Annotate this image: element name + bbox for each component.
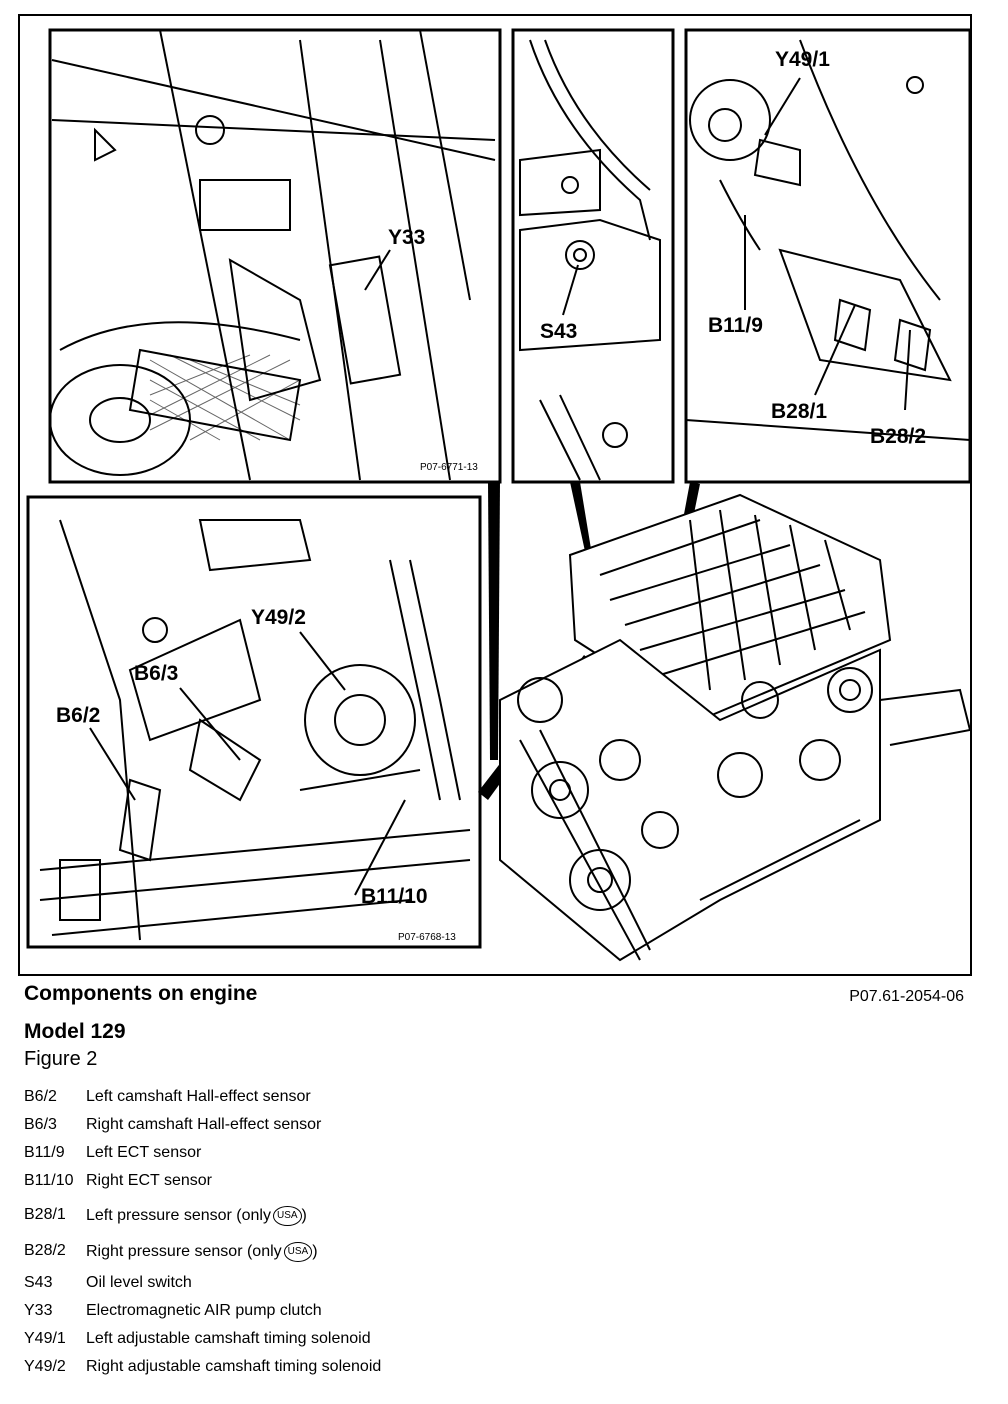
callout-y33: Y33 <box>388 226 425 249</box>
legend-code: S43 <box>24 1274 53 1291</box>
legend-description-suffix: ) <box>301 1207 307 1225</box>
legend-description-suffix: ) <box>312 1243 318 1261</box>
legend-description-text: Right pressure sensor (only <box>86 1243 282 1261</box>
callout-b11-10: B11/10 <box>361 885 428 908</box>
legend-description: Electromagnetic AIR pump clutch <box>86 1302 322 1319</box>
legend-code: Y49/2 <box>24 1358 66 1375</box>
panel-ref-top-left: P07-6771-13 <box>420 462 478 473</box>
usa-badge-icon: USA <box>283 1242 313 1262</box>
legend-code: B11/10 <box>24 1172 74 1189</box>
legend-description: Oil level switch <box>86 1274 192 1291</box>
callout-b11-9: B11/9 <box>708 314 763 337</box>
panel-right-solenoid-sensors: Y49/2 B6/3 B6/2 B11/10 P07-6768-13 <box>26 495 482 949</box>
legend-code: B28/1 <box>24 1206 66 1223</box>
caption-title: Components on engine <box>24 982 258 1005</box>
panel-air-pump-clutch: Y33 P07-6771-13 <box>48 28 502 484</box>
diagram-frame <box>18 14 972 976</box>
callout-y49-1: Y49/1 <box>775 48 830 71</box>
engine-illustration <box>499 493 972 962</box>
legend-code: B6/3 <box>24 1116 57 1133</box>
callout-b6-2: B6/2 <box>56 704 100 727</box>
callout-b28-2: B28/2 <box>870 425 926 448</box>
callout-b28-1: B28/1 <box>771 400 827 423</box>
panel-left-solenoid-sensors: Y49/1 B11/9 B28/1 B28/2 <box>684 28 972 484</box>
legend-code: B11/9 <box>24 1144 65 1161</box>
caption-reference: P07.61-2054-06 <box>849 988 964 1005</box>
legend-description-text: Left pressure sensor (only <box>86 1207 271 1225</box>
legend-code: Y49/1 <box>24 1330 66 1347</box>
legend-description: Right adjustable camshaft timing solenoi… <box>86 1358 382 1375</box>
legend-code: B6/2 <box>24 1088 57 1105</box>
legend-code: B28/2 <box>24 1242 66 1259</box>
legend-description: Left adjustable camshaft timing solenoid <box>86 1330 371 1347</box>
legend-description: Left ECT sensor <box>86 1144 202 1161</box>
callout-b6-3: B6/3 <box>134 662 178 685</box>
panel-ref-bottom-left: P07-6768-13 <box>398 932 456 943</box>
legend-description: Right camshaft Hall-effect sensor <box>86 1116 322 1133</box>
usa-badge-icon: USA <box>272 1206 302 1226</box>
callout-s43: S43 <box>540 320 577 343</box>
caption-model: Model 129 <box>24 1020 126 1043</box>
caption-figure-number: Figure 2 <box>24 1048 98 1070</box>
callout-y49-2: Y49/2 <box>251 606 306 629</box>
legend-description: Left camshaft Hall-effect sensor <box>86 1088 311 1105</box>
legend-code: Y33 <box>24 1302 53 1319</box>
legend-description: Right ECT sensor <box>86 1172 212 1189</box>
panel-oil-level-switch: S43 <box>511 28 675 484</box>
